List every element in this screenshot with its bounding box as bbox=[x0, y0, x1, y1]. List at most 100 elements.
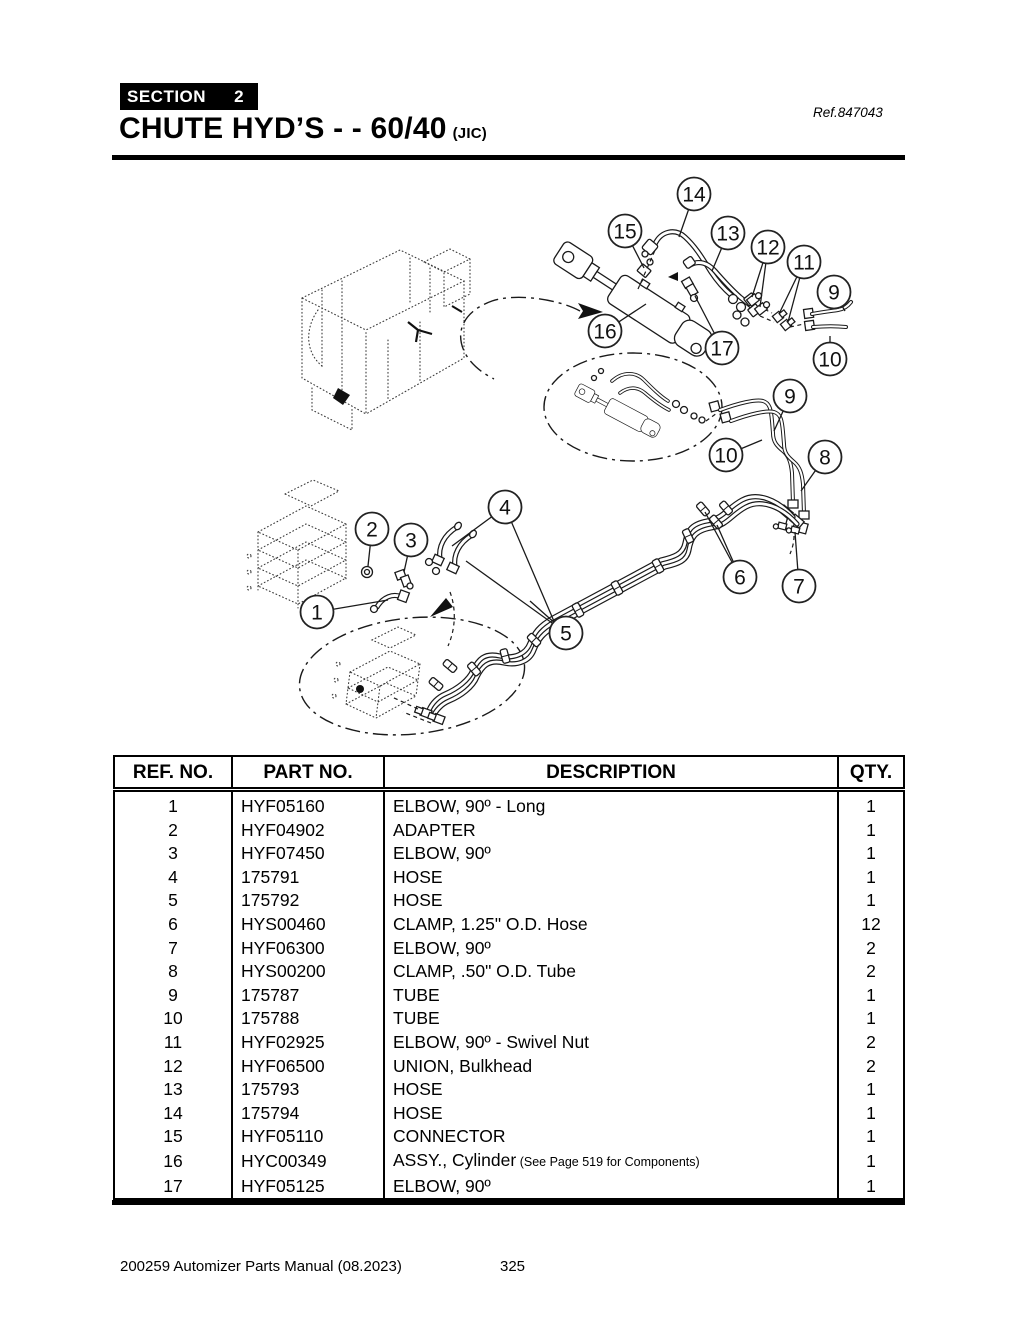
callout-16: 16 bbox=[587, 313, 623, 349]
callout-7: 7 bbox=[781, 568, 817, 604]
cell-part-no: HYS00460 bbox=[231, 912, 384, 937]
cell-ref-no: 9 bbox=[168, 984, 178, 1005]
machine-outline-sketch bbox=[300, 248, 472, 431]
header-ref-no: REF. NO. bbox=[114, 756, 232, 792]
cell-description: CLAMP, .50" O.D. Tube bbox=[383, 960, 838, 984]
cell-qty: 1 bbox=[837, 1148, 904, 1175]
footer-page-number: 325 bbox=[500, 1258, 526, 1275]
footer-rule bbox=[112, 1200, 905, 1205]
detail-ellipse-valve bbox=[298, 616, 526, 736]
cell-description: TUBE bbox=[383, 1007, 838, 1031]
hose-stubs-drawing bbox=[424, 521, 478, 576]
valve-bank-sketch bbox=[246, 479, 348, 609]
callout-13: 13 bbox=[710, 215, 746, 251]
parts-table-header-row: REF. NO. PART NO. DESCRIPTION QTY. bbox=[114, 756, 904, 792]
section-label-box: SECTION 2 bbox=[120, 83, 259, 110]
cell-qty: 1 bbox=[837, 1101, 904, 1126]
svg-text:17: 17 bbox=[710, 338, 733, 361]
cell-qty: 2 bbox=[837, 936, 904, 961]
svg-text:4: 4 bbox=[499, 497, 511, 520]
cell-qty: 1 bbox=[837, 1125, 904, 1149]
cell-part-no: HYF04902 bbox=[231, 818, 384, 843]
cell-ref-no: 16 bbox=[163, 1150, 183, 1171]
cell-ref-no: 5 bbox=[168, 890, 178, 911]
cell-description: ELBOW, 90º bbox=[383, 842, 838, 866]
hose-run-drawing bbox=[356, 494, 806, 726]
cell-part-no: HYS00200 bbox=[231, 960, 384, 984]
cell-description: ASSY., Cylinder (See Page 519 for Compon… bbox=[383, 1148, 838, 1175]
callout-2: 2 bbox=[354, 511, 390, 547]
callout-3: 3 bbox=[393, 522, 429, 558]
cell-ref-no: 14 bbox=[163, 1102, 183, 1123]
cell-qty: 1 bbox=[837, 818, 904, 843]
cylinder-detail-mini bbox=[574, 367, 718, 438]
cell-ref-no: 2 bbox=[168, 819, 178, 840]
cylinder-drawing bbox=[553, 241, 713, 357]
cell-qty: 1 bbox=[837, 889, 904, 913]
cell-description: HOSE bbox=[383, 889, 838, 913]
adapter-2-glyph bbox=[360, 565, 374, 579]
connector-15-glyph bbox=[636, 247, 657, 290]
cell-ref-no: 7 bbox=[168, 937, 178, 958]
hose-clamps bbox=[428, 500, 734, 692]
cell-description: ELBOW, 90º - Long bbox=[383, 789, 838, 819]
cell-ref-no: 6 bbox=[168, 913, 178, 934]
elbow-17-glyph bbox=[668, 272, 699, 303]
svg-text:6: 6 bbox=[734, 567, 746, 590]
union-12-glyphs bbox=[745, 292, 775, 323]
callout-leader-line bbox=[465, 560, 567, 634]
cell-part-no: HYF05160 bbox=[231, 789, 384, 819]
cell-ref-no: 4 bbox=[168, 866, 178, 887]
cell-ref-no: 8 bbox=[168, 961, 178, 982]
cell-qty: 1 bbox=[837, 842, 904, 866]
svg-text:10: 10 bbox=[714, 445, 737, 468]
cell-qty: 1 bbox=[837, 1007, 904, 1031]
svg-text:1: 1 bbox=[311, 602, 323, 625]
cell-ref-no: 10 bbox=[163, 1008, 183, 1029]
svg-text:10: 10 bbox=[818, 349, 841, 372]
cell-part-no: HYF06500 bbox=[231, 1054, 384, 1079]
svg-text:3: 3 bbox=[405, 530, 417, 553]
cell-ref-no: 13 bbox=[163, 1079, 183, 1100]
machine-plumbing-detail bbox=[333, 305, 463, 405]
cell-part-no: 175791 bbox=[231, 865, 384, 890]
svg-text:8: 8 bbox=[819, 447, 831, 470]
header-qty: QTY. bbox=[837, 756, 904, 792]
callout-9: 9 bbox=[772, 378, 808, 414]
callout-8: 8 bbox=[807, 439, 843, 475]
cell-qty: 2 bbox=[837, 1030, 904, 1055]
cell-description: CLAMP, 1.25" O.D. Hose bbox=[383, 912, 838, 937]
callout-10: 10 bbox=[812, 341, 848, 377]
cell-description: CONNECTOR bbox=[383, 1125, 838, 1149]
tube-9-10-middle bbox=[708, 398, 810, 555]
svg-text:11: 11 bbox=[793, 252, 815, 275]
callout-17: 17 bbox=[704, 330, 740, 366]
cell-part-no: HYF05110 bbox=[231, 1125, 384, 1149]
cell-qty: 2 bbox=[837, 960, 904, 984]
elbow-1-glyph bbox=[369, 589, 411, 614]
callout-9: 9 bbox=[816, 274, 852, 310]
footer-manual-info: 200259 Automizer Parts Manual (08.2023) bbox=[120, 1258, 402, 1275]
cell-qty: 1 bbox=[837, 983, 904, 1008]
cell-ref-no: 3 bbox=[168, 843, 178, 864]
svg-text:16: 16 bbox=[593, 321, 616, 344]
cell-qty: 1 bbox=[837, 1174, 904, 1200]
valve-bank-sketch-small bbox=[331, 626, 422, 719]
cell-part-no: HYC00349 bbox=[231, 1148, 384, 1175]
cell-description: ELBOW, 90º bbox=[383, 936, 838, 961]
hose-14-drawing bbox=[652, 229, 734, 298]
detail-ellipse-cylinder bbox=[543, 352, 723, 462]
callout-1: 1 bbox=[299, 594, 335, 630]
